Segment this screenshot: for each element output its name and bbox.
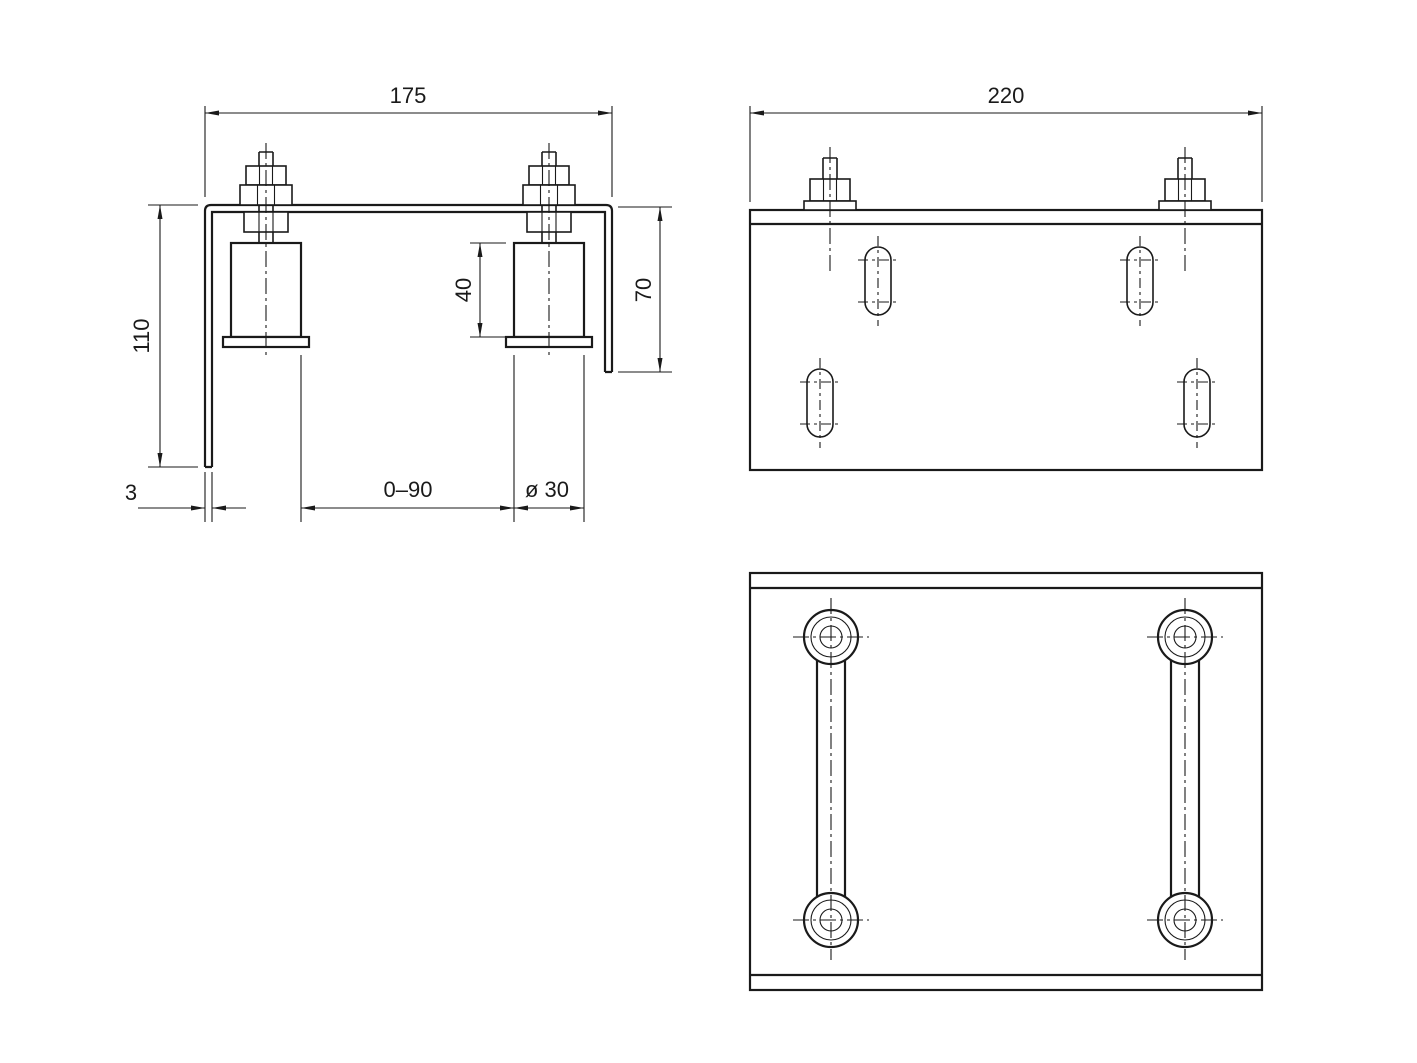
- roller-axial-right: [1145, 596, 1225, 962]
- top-bolt-right: [1158, 146, 1212, 273]
- dim-front-width-label: 175: [390, 83, 427, 108]
- top-plate-outline: [748, 208, 1264, 472]
- dim-right-leg-height: 70: [618, 206, 672, 373]
- bottom-view: [748, 571, 1264, 992]
- dim-roller-height: 40: [451, 242, 506, 338]
- bolt-roller-right: [504, 141, 594, 360]
- slot-hole-lower-left: [799, 357, 841, 449]
- dim-front-width: 175: [204, 83, 613, 197]
- dim-plate-thickness-label: 3: [125, 480, 137, 505]
- dim-roller-diameter: ø 30: [514, 355, 585, 522]
- dim-front-height-label: 110: [129, 318, 154, 353]
- bottom-plate-outline: [748, 571, 1264, 992]
- dim-right-leg-height-label: 70: [631, 278, 656, 302]
- dim-roller-height-label: 40: [451, 278, 476, 302]
- dim-plate-thickness: 3: [125, 472, 246, 522]
- dim-front-height: 110: [129, 204, 198, 468]
- bolt-roller-left: [221, 141, 311, 360]
- roller-axial-left: [791, 596, 871, 962]
- front-view: 175 110 70 40 3: [125, 83, 672, 522]
- top-bolt-left: [803, 146, 857, 273]
- bracket-outline: [203, 203, 614, 469]
- dim-top-width: 220: [749, 83, 1263, 202]
- slot-hole-upper-left: [857, 235, 899, 327]
- dim-top-width-label: 220: [988, 83, 1025, 108]
- slot-hole-upper-right: [1119, 235, 1161, 327]
- dim-adjust-range: 0–90: [300, 355, 515, 522]
- dim-roller-diameter-label: ø 30: [525, 477, 569, 502]
- top-view: 220: [748, 83, 1264, 472]
- dim-adjust-range-label: 0–90: [384, 477, 433, 502]
- slot-hole-lower-right: [1176, 357, 1218, 449]
